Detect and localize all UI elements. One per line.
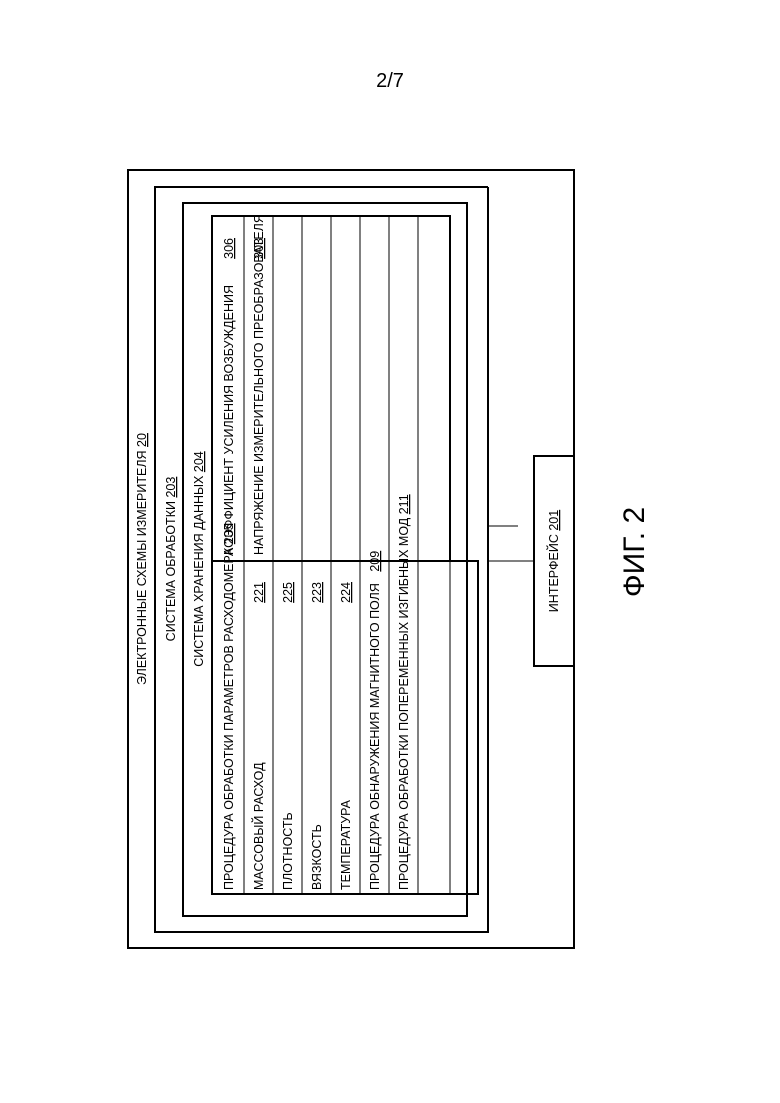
entry-drive-gain: КОЭФФИЦИЕНТ УСИЛЕНИЯ ВОЗБУЖДЕНИЯ xyxy=(222,285,236,555)
left-column-entries: ПРОЦЕДУРА ОБРАБОТКИ ПАРАМЕТРОВ РАСХОДОМЕ… xyxy=(222,494,411,890)
entry-density-ref: 225 xyxy=(281,582,295,603)
entry-pickoff-voltage-ref: 303 xyxy=(252,238,266,259)
storage-system-title: СИСТЕМА ХРАНЕНИЯ ДАННЫХ 204 xyxy=(192,451,206,667)
entry-temperature-ref: 224 xyxy=(339,582,353,603)
processing-system-title: СИСТЕМА ОБРАБОТКИ 203 xyxy=(164,477,178,642)
entry-density: ПЛОТНОСТЬ xyxy=(281,812,295,890)
entry-temperature: ТЕМПЕРАТУРА xyxy=(339,799,353,890)
table-grid xyxy=(244,216,450,894)
entry-mass-flow: МАССОВЫЙ РАСХОД xyxy=(251,762,266,890)
entry-viscosity-ref: 223 xyxy=(310,582,324,603)
meter-electronics-title: ЭЛЕКТРОННЫЕ СХЕМЫ ИЗМЕРИТЕЛЯ 20 xyxy=(135,433,149,685)
entry-viscosity: ВЯЗКОСТЬ xyxy=(310,824,324,890)
entry-bending-modes-routine: ПРОЦЕДУРА ОБРАБОТКИ ПОПЕРЕМЕННЫХ ИЗГИБНЫ… xyxy=(397,494,411,890)
interface-title: ИНТЕРФЕЙС 201 xyxy=(546,510,561,612)
processing-system-border-right xyxy=(488,187,518,526)
entry-mass-flow-ref: 221 xyxy=(252,582,266,603)
figure-caption: ФИГ. 2 xyxy=(618,507,651,597)
entry-pickoff-voltage: НАПРЯЖЕНИЕ ИЗМЕРИТЕЛЬНОГО ПРЕОБРАЗОВАТЕЛ… xyxy=(252,214,266,555)
entry-drive-gain-ref: 306 xyxy=(222,238,236,259)
entry-flowmeter-routine: ПРОЦЕДУРА ОБРАБОТКИ ПАРАМЕТРОВ РАСХОДОМЕ… xyxy=(222,523,236,890)
entry-magnetic-field-routine: ПРОЦЕДУРА ОБНАРУЖЕНИЯ МАГНИТНОГО ПОЛЯ 20… xyxy=(368,551,382,890)
